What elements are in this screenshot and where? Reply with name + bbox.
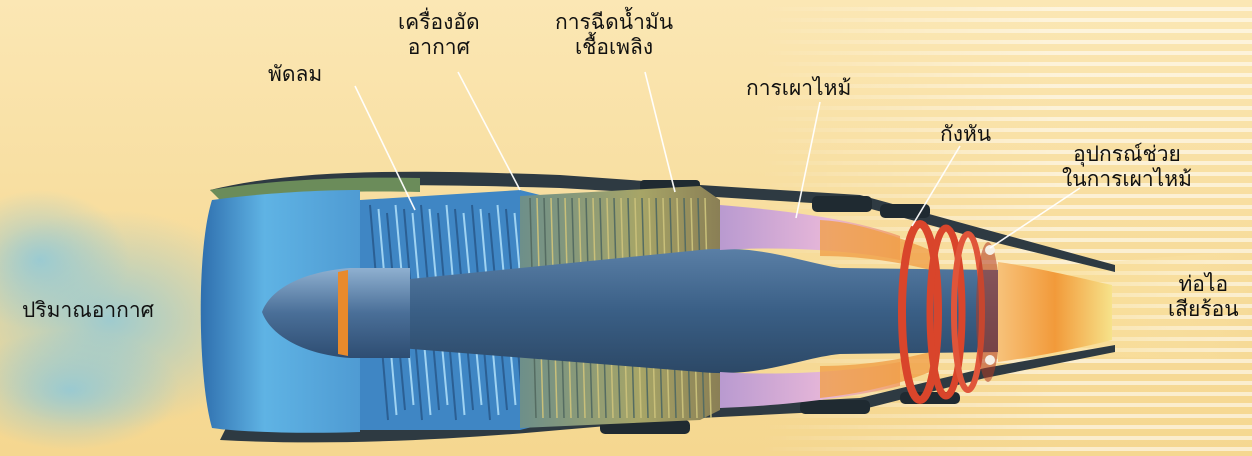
label-turbine: กังหัน <box>940 122 991 147</box>
label-fuel-injection: การฉีดน้ำมัน เชื้อเพลิง <box>555 10 673 60</box>
leader-line-afterburner <box>990 188 1080 248</box>
leader-line-turbine <box>912 146 960 226</box>
leader-line-fuel-injection <box>645 72 675 192</box>
label-compressor: เครื่องอัด อากาศ <box>398 10 480 60</box>
label-afterburner: อุปกรณ์ช่วย ในการเผาไหม้ <box>1062 142 1192 192</box>
label-exhaust: ท่อไอ เสียร้อน <box>1168 272 1239 322</box>
label-air-intake: ปริมาณอากาศ <box>22 298 154 323</box>
afterburner-igniter-bottom <box>985 355 995 365</box>
label-fan: พัดลม <box>268 62 322 87</box>
label-combustion: การเผาไหม้ <box>746 76 851 101</box>
